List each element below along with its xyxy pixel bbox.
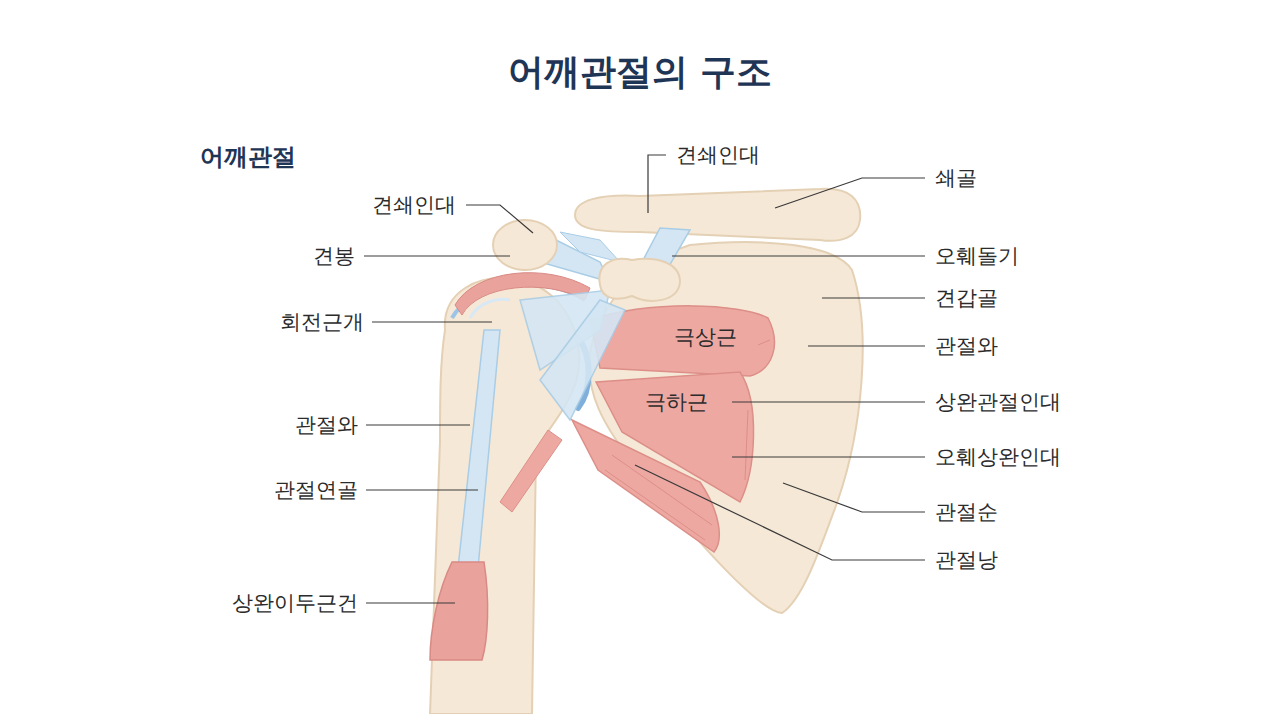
leader-line: [648, 155, 666, 213]
clavicle: [575, 189, 860, 241]
coracoid-process: [599, 259, 680, 301]
leader-line: [672, 255, 925, 256]
muscle-fibres: [605, 455, 712, 540]
part-label: 견갑골: [935, 286, 998, 310]
part-label: 견쇄인대: [676, 143, 760, 167]
part-label: 회전근개: [280, 310, 364, 334]
part-label: 상완관절인대: [935, 390, 1061, 414]
part-label: 관절순: [935, 500, 998, 524]
section-heading: 어깨관절: [200, 144, 296, 172]
part-label: 견쇄인대: [372, 193, 456, 217]
muscle-label: 극하근: [645, 390, 708, 414]
acromion: [493, 220, 557, 270]
muscle-label: 극상근: [674, 325, 737, 349]
scapula-bone: [589, 242, 863, 613]
scapula: [589, 242, 863, 613]
biceps-muscle: [430, 562, 488, 660]
small-muscle: [500, 430, 562, 512]
leader-line: [366, 424, 470, 425]
leader-line: [732, 401, 925, 402]
part-label: 관절연골: [274, 478, 358, 502]
leader-line: [366, 489, 478, 490]
leader-line: [364, 255, 510, 256]
leader-line: [775, 178, 925, 208]
leader-line: [822, 297, 925, 298]
part-label: 관절와: [935, 334, 998, 358]
part-label: 쇄골: [935, 166, 977, 190]
cuff-edge: [470, 299, 510, 318]
capsule-band: [540, 300, 625, 420]
leader-line: [732, 456, 925, 457]
part-label: 상완이두근건: [232, 591, 358, 615]
biceps-tendon: [458, 330, 500, 568]
muscle-fibres: [745, 340, 770, 480]
leader-lines: [364, 155, 925, 603]
leader-line: [808, 345, 925, 346]
diagram-title: 어깨관절의 구조: [508, 51, 773, 92]
part-label: 오훼상완인대: [935, 445, 1061, 469]
part-label: 오훼돌기: [935, 244, 1019, 268]
ligament-band: [560, 232, 620, 262]
leader-line: [372, 321, 492, 322]
part-label: 견봉: [313, 244, 355, 268]
part-label: 관절와: [295, 413, 358, 437]
leader-line: [635, 465, 925, 560]
leader-line: [466, 205, 533, 233]
leader-line: [783, 483, 925, 512]
teres-muscle: [572, 420, 719, 552]
biceps: [430, 330, 500, 660]
part-label: 관절낭: [935, 548, 998, 572]
leader-line: [366, 602, 455, 603]
